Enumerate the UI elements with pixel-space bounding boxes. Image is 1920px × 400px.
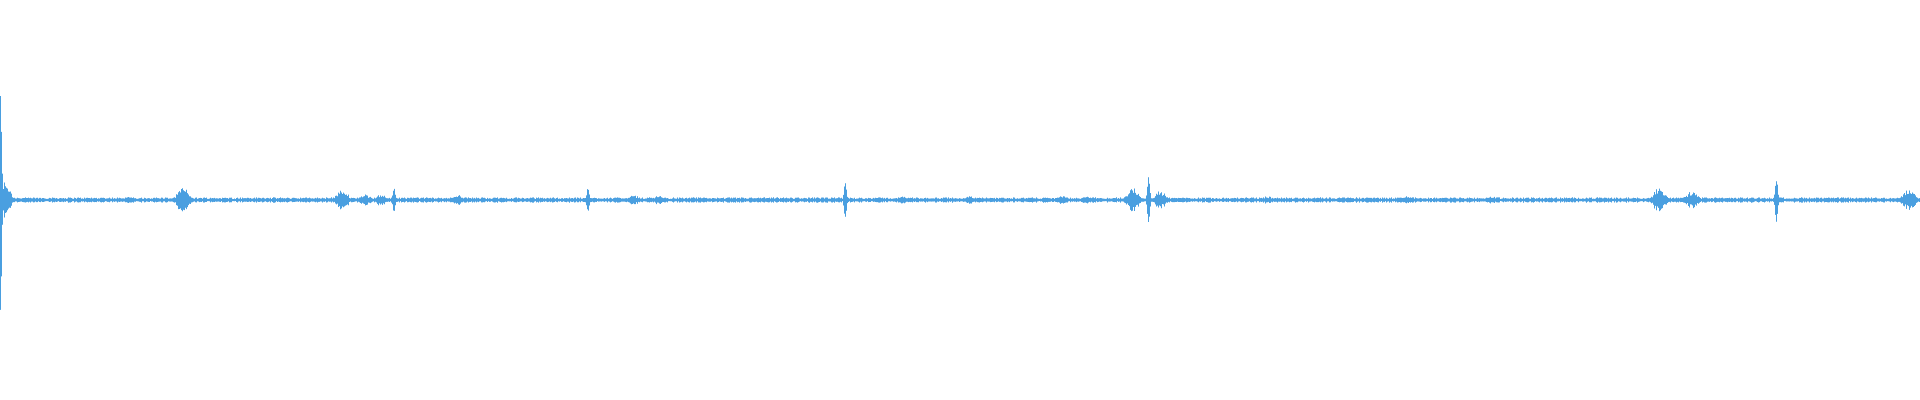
waveform-trace (0, 96, 1920, 310)
